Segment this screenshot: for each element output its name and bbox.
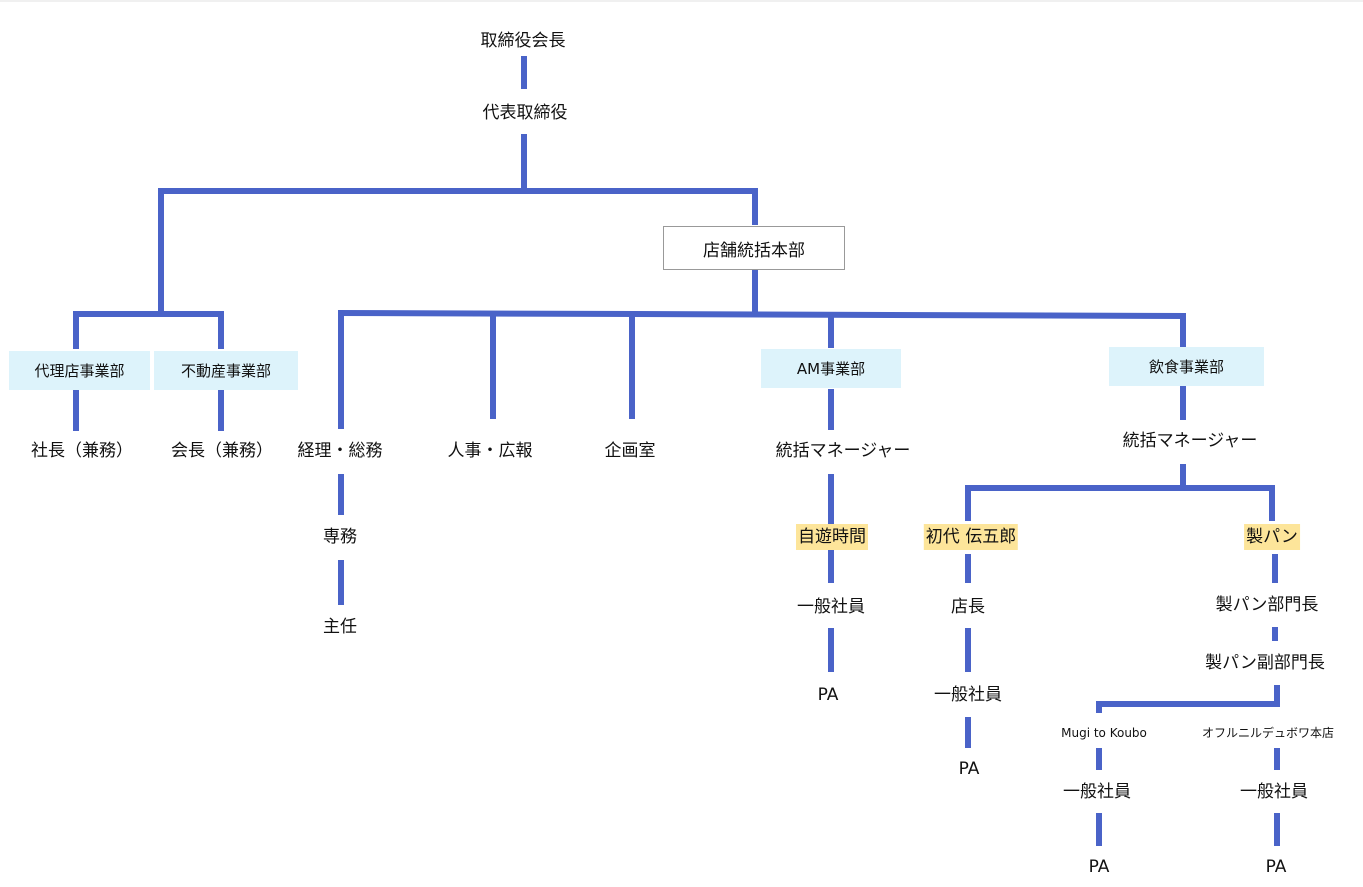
connector (337, 310, 1187, 319)
node-realestate-head: 会長（兼務） (171, 441, 273, 461)
node-am-pa: PA (817, 685, 839, 705)
node-accounting: 経理・総務 (297, 441, 383, 461)
node-mugi-pa: PA (1088, 857, 1110, 877)
node-dengoro-staff: 一般社員 (934, 685, 1002, 705)
node-am-store: 自遊時間 (796, 524, 868, 550)
node-chairman: 取締役会長 (480, 31, 566, 51)
node-ofuru: オフルニルデュボワ本店 (1201, 726, 1335, 740)
node-hq: 店舗統括本部 (663, 226, 845, 270)
node-am-dept: AM事業部 (761, 349, 901, 388)
node-planning: 企画室 (604, 441, 656, 461)
node-ofuru-staff: 一般社員 (1240, 782, 1308, 802)
node-dengoro-manager: 店長 (951, 597, 985, 617)
node-agency-dept: 代理店事業部 (9, 351, 150, 390)
node-hr-pr: 人事・広報 (447, 441, 533, 461)
node-bakery-deputy: 製パン副部門長 (1205, 653, 1325, 673)
node-am-manager: 統括マネージャー (775, 441, 911, 461)
node-am-staff: 一般社員 (797, 597, 865, 617)
node-accounting-chief: 主任 (323, 617, 357, 637)
node-store-dengoro: 初代 伝五郎 (923, 524, 1019, 550)
node-food-manager: 統括マネージャー (1122, 431, 1258, 451)
node-bakery: 製パン (1244, 524, 1300, 550)
node-food-dept: 飲食事業部 (1109, 347, 1264, 386)
node-mugi-staff: 一般社員 (1063, 782, 1131, 802)
node-bakery-head: 製パン部門長 (1215, 595, 1319, 615)
top-border (0, 0, 1363, 2)
node-agency-head: 社長（兼務） (31, 441, 133, 461)
node-realestate-dept: 不動産事業部 (154, 351, 298, 390)
node-mugi: Mugi to Koubo (1061, 726, 1147, 740)
node-dengoro-pa: PA (958, 759, 980, 779)
node-accounting-director: 専務 (323, 527, 357, 547)
node-ceo: 代表取締役 (482, 103, 568, 123)
node-ofuru-pa: PA (1265, 857, 1287, 877)
